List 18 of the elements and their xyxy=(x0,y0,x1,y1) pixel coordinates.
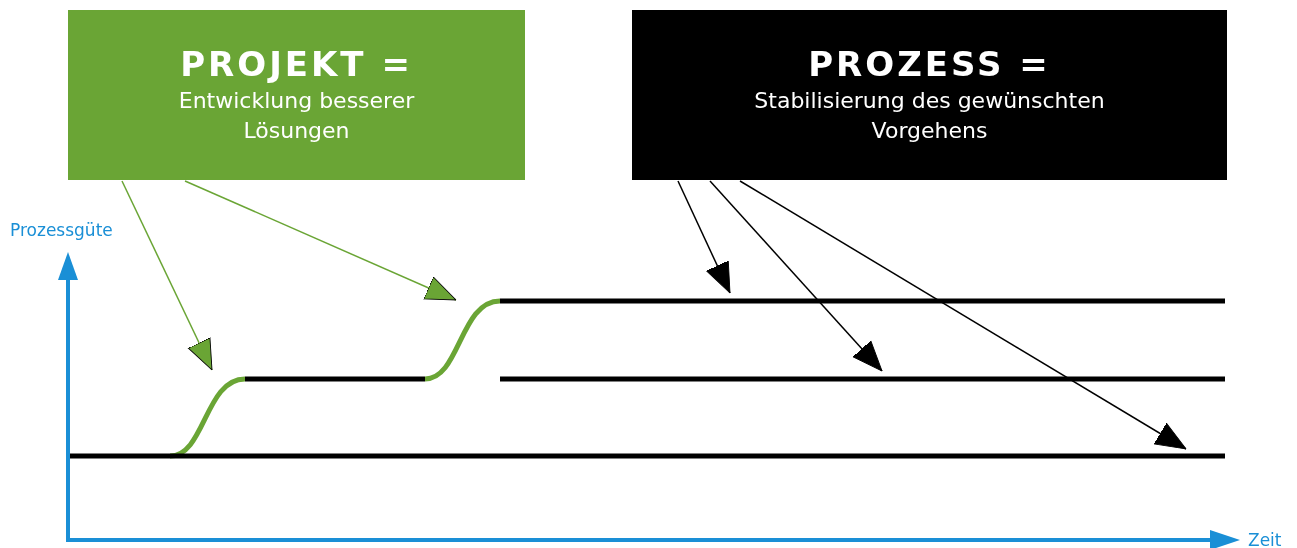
text-box xyxy=(632,10,1227,180)
box-text: Stabilisierung des gewünschten Vorgehens xyxy=(753,87,1106,145)
arrow xyxy=(121,180,213,371)
arrow xyxy=(184,180,457,301)
arrow xyxy=(739,180,1187,450)
arrow xyxy=(709,180,883,372)
axis-label: Zeit xyxy=(1248,530,1282,548)
box-heading: PROJEKT = xyxy=(180,44,413,84)
level-line xyxy=(245,376,425,382)
axis-label: Prozessgüte xyxy=(10,220,113,240)
box-text: Entwicklung besserer Lösungen xyxy=(177,87,416,145)
text-box xyxy=(68,10,525,180)
s-curve xyxy=(424,298,501,382)
level-line xyxy=(500,376,1225,382)
level-line xyxy=(70,453,1225,459)
box-heading: PROZESS = xyxy=(808,44,1051,84)
arrow xyxy=(677,180,731,294)
level-line xyxy=(500,298,1225,304)
